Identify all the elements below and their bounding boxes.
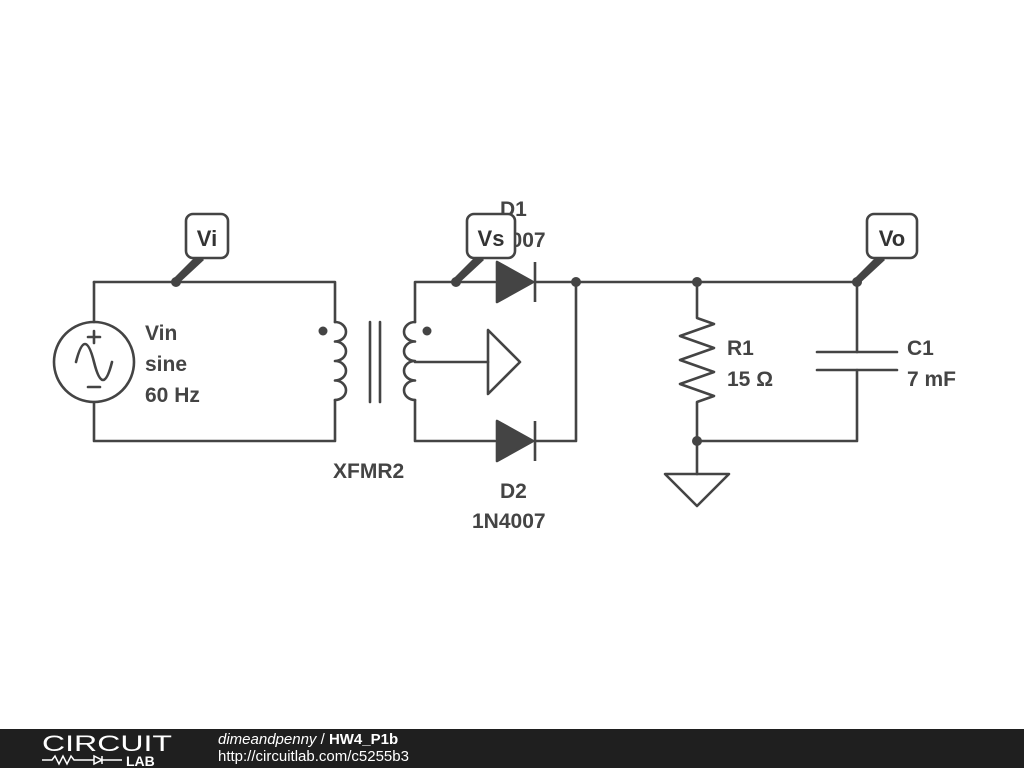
resistor-value: 15 Ω: [727, 368, 773, 391]
polarity-dot: [318, 326, 328, 336]
wire-primary-top: [92, 280, 337, 324]
wire-secondary-top: [413, 280, 497, 324]
junction-dots: [171, 277, 862, 446]
voltage-source-symbol: [52, 320, 136, 404]
path-separator: /: [316, 731, 329, 748]
probe-vs[interactable]: Vs: [451, 212, 517, 285]
probe-vs-box: [465, 212, 517, 260]
wire-primary-bottom: [92, 398, 337, 443]
resistor-symbol: [678, 280, 716, 443]
resistor-diode-icon: [42, 754, 122, 766]
source-name: Vin: [145, 322, 177, 345]
author-link[interactable]: dimeandpenny: [218, 731, 317, 748]
source-type: sine: [145, 353, 187, 376]
probe-vo-label: Vo: [879, 226, 905, 251]
transformer-secondary-coil: [402, 320, 417, 402]
plus-sign-icon: [86, 329, 102, 345]
design-title[interactable]: HW4_P1b: [328, 731, 399, 748]
footer-bar: CIRCUIT LAB dimeandpenny / HW4_P1b http:…: [0, 729, 1024, 768]
logo-lab-text: LAB: [126, 753, 155, 767]
wire-return: [695, 368, 859, 443]
circuit-schematic: Vin sine 60 Hz XFMR2 D1 1N4007 D2 1N4007…: [52, 198, 956, 533]
probe-vi[interactable]: Vi: [171, 212, 230, 285]
diode-d1-symbol: [495, 260, 537, 304]
transformer-core: [368, 320, 382, 404]
transformer-name: XFMR2: [333, 460, 404, 483]
sine-wave-icon: [74, 342, 114, 382]
polarity-dot: [422, 326, 432, 336]
probe-vs-label: Vs: [478, 226, 505, 251]
probe-vo-box: [865, 212, 919, 260]
capacitor-symbol: [815, 350, 899, 372]
probe-vi-pointer: [171, 254, 204, 285]
design-info: dimeandpenny / HW4_P1b http://circuitlab…: [218, 731, 409, 765]
diode-d2-name: D2: [500, 480, 527, 503]
capacitor-name: C1: [907, 337, 934, 360]
logo-circuit-text: CIRCUIT: [42, 731, 172, 756]
probe-vs-pointer: [451, 254, 484, 285]
wire-d2-output: [533, 280, 578, 443]
junction-dot: [692, 436, 702, 446]
probe-vo-pointer: [852, 254, 885, 285]
capacitor-value: 7 mF: [907, 368, 956, 391]
source-frequency: 60 Hz: [145, 384, 200, 407]
probe-vi-box: [184, 212, 230, 260]
circuitlab-logo[interactable]: CIRCUIT LAB: [42, 731, 182, 767]
transformer-primary-coil: [333, 320, 348, 402]
center-tap-ground-symbol: [486, 328, 522, 396]
diode-d2-part: 1N4007: [472, 510, 546, 533]
ground-symbol: [663, 472, 731, 508]
wire-secondary-bottom: [413, 398, 497, 443]
junction-dot: [571, 277, 581, 287]
diode-d2-symbol: [495, 419, 537, 463]
resistor-name: R1: [727, 337, 754, 360]
probe-vo[interactable]: Vo: [852, 212, 919, 285]
probe-vi-label: Vi: [197, 226, 217, 251]
junction-dot: [692, 277, 702, 287]
design-url[interactable]: http://circuitlab.com/c5255b3: [218, 748, 409, 765]
